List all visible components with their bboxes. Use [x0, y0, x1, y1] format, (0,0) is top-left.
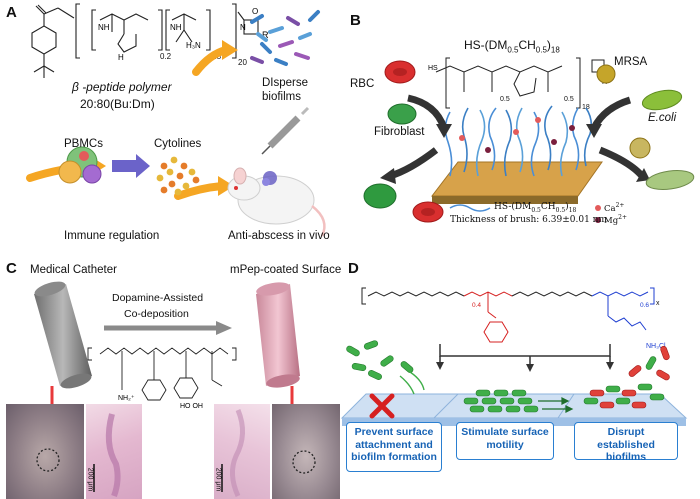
scale-left: 200 μm: [86, 467, 94, 492]
svg-text:NH: NH: [170, 23, 182, 32]
disperse-label-text: DIsperse biofilms: [262, 77, 309, 104]
fibroblast-cell-icon: [387, 103, 417, 125]
histology-left: 200 μm: [86, 404, 142, 499]
rbc-label: RBC: [350, 78, 375, 90]
process-line2: Co-deposition: [124, 308, 189, 320]
d-sub-x: x: [656, 300, 660, 307]
ecoli-label: E.coli: [648, 112, 677, 124]
svg-text:NH₃Cl: NH₃Cl: [646, 343, 666, 350]
abscess-label: Anti-abscess in vivo: [228, 230, 330, 242]
polymer-name: β -peptide polymer: [72, 80, 172, 94]
cytokine-dots: [156, 156, 200, 196]
process-line1: Dopamine-Assisted: [112, 292, 204, 304]
fibroblast-label: Fibroblast: [374, 126, 425, 138]
disrupt-biofilms-box: Disrupt established biofilms: [574, 422, 678, 463]
scale-right: 200 μm: [214, 467, 222, 492]
b-sub-18: 18: [582, 104, 590, 111]
uncoated-catheter-icon: [34, 281, 92, 389]
prevent-x-icon: [369, 393, 395, 419]
panel-b-label: B: [350, 12, 361, 29]
catheter-label: Medical Catheter: [30, 264, 117, 276]
panel-d-label: D: [348, 260, 359, 277]
catheter-skin-photo-right: [272, 404, 340, 499]
mrsa-icon: [596, 64, 616, 84]
cytokines-label: Cytolines: [154, 138, 202, 150]
b-polymer-title: HS-(DM0.5CH0.5)18: [464, 38, 560, 55]
histology-right: 200 μm: [214, 404, 270, 499]
svg-text:H₃N: H₃N: [186, 41, 201, 50]
immune-label: Immune regulation: [64, 230, 160, 242]
svg-text:HO OH: HO OH: [180, 403, 203, 410]
panel-b: B HS-(DM0.5CH0.5)18 HS R 0.5 0.5 18: [340, 0, 700, 250]
b-sub-05a: 0.5: [500, 96, 510, 103]
prevent-attachment-box: Prevent surface attachment and biofilm f…: [346, 422, 442, 472]
pbmc-illustration: [58, 146, 200, 196]
thickness-label: Thickness of brush: 6.39±0.01 nm: [450, 215, 607, 225]
svg-text:NH: NH: [98, 23, 110, 32]
brush-legend: HS-(DM0.5CH0.5)18: [494, 202, 577, 214]
panel-d: D NH₃Cl 0.4 0.6 x: [340, 252, 700, 499]
coated-catheter-icon: [256, 282, 300, 388]
ca-legend-dot: [595, 205, 601, 211]
dispersed-biofilm-icon: [250, 10, 320, 66]
catheter-skin-photo-left: [6, 404, 84, 499]
panel-a-structure: NH NH H H₃N N R O: [31, 3, 269, 78]
panel-d-structure: NH₃Cl: [361, 287, 666, 372]
mouse-illustration: [227, 106, 326, 237]
sub-20: 20: [238, 58, 247, 67]
d-sub-04: 0.4: [472, 302, 482, 309]
panel-a-label: A: [6, 4, 17, 21]
stimulate-motility-box: Stimulate surface motility: [456, 422, 554, 460]
polymer-brush-surface: [380, 94, 650, 204]
panel-c-graphics: NH₂⁺ HO OH: [34, 281, 300, 410]
orange-arrows: [26, 40, 238, 200]
svg-text:N: N: [240, 23, 246, 32]
b-sub-05b: 0.5: [564, 96, 574, 103]
panel-c-label: C: [6, 260, 17, 277]
panel-b-legend: [449, 204, 601, 223]
svg-text:NH₂⁺: NH₂⁺: [118, 395, 135, 402]
svg-text:H: H: [118, 53, 124, 62]
pbmcs-label: PBMCs: [64, 138, 103, 150]
coated-label: mPep-coated Surface: [230, 264, 342, 276]
panel-a: A: [0, 0, 340, 250]
mg-legend-dot: [595, 217, 601, 223]
r-group-label: R: [262, 30, 269, 40]
mrsa-label: MRSA: [614, 56, 648, 68]
panel-c: C Medical Catheter mPep-coated Surface D…: [0, 252, 342, 499]
polymer-ratio: 20:80(Bu:Dm): [80, 97, 155, 111]
panel-b-cells: [363, 60, 695, 223]
d-sub-06: 0.6: [640, 302, 650, 309]
mg-legend: Mg2+: [604, 214, 628, 226]
ecoli-icon: [641, 89, 683, 111]
sub-02: 0.2: [160, 52, 172, 61]
svg-text:HS: HS: [428, 65, 438, 72]
disperse-label: DIsperse biofilms: [262, 76, 308, 105]
svg-text:O: O: [252, 7, 258, 16]
ca-legend: Ca2+: [604, 202, 625, 214]
